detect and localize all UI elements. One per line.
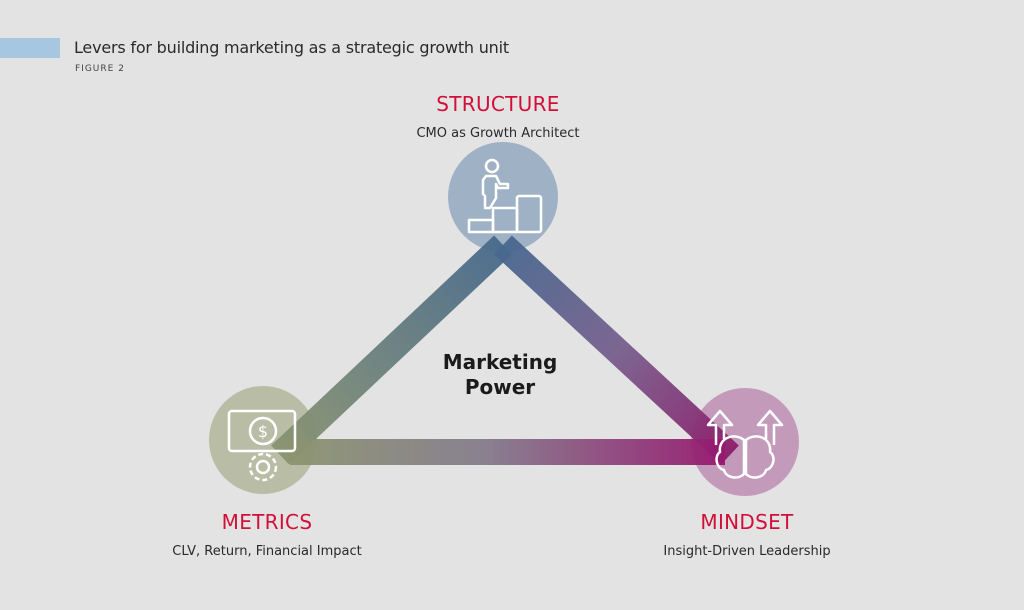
edge-structure-mindset (494, 235, 739, 465)
mindset-title: MINDSET (700, 510, 794, 534)
header-accent-bar (0, 38, 60, 58)
metrics-subtitle: CLV, Return, Financial Impact (172, 544, 362, 559)
edge-structure-metrics (271, 235, 512, 465)
metrics-title: METRICS (221, 510, 313, 534)
center-label-line1: Marketing (442, 350, 558, 374)
structure-subtitle: CMO as Growth Architect (416, 126, 580, 141)
person-climbing-steps-icon (467, 158, 543, 234)
center-label-line2: Power (464, 375, 536, 399)
money-gear-icon: $ (227, 409, 297, 482)
figure-label: FIGURE 2 (75, 64, 125, 74)
figure-title: Levers for building marketing as a strat… (74, 38, 509, 57)
mindset-subtitle: Insight-Driven Leadership (663, 544, 831, 559)
structure-title: STRUCTURE (436, 92, 560, 116)
center-label: Marketing Power (400, 350, 600, 400)
brain-arrows-icon (706, 409, 784, 479)
structure-circle (448, 142, 558, 252)
metrics-circle (209, 386, 317, 494)
svg-text:$: $ (258, 422, 268, 441)
